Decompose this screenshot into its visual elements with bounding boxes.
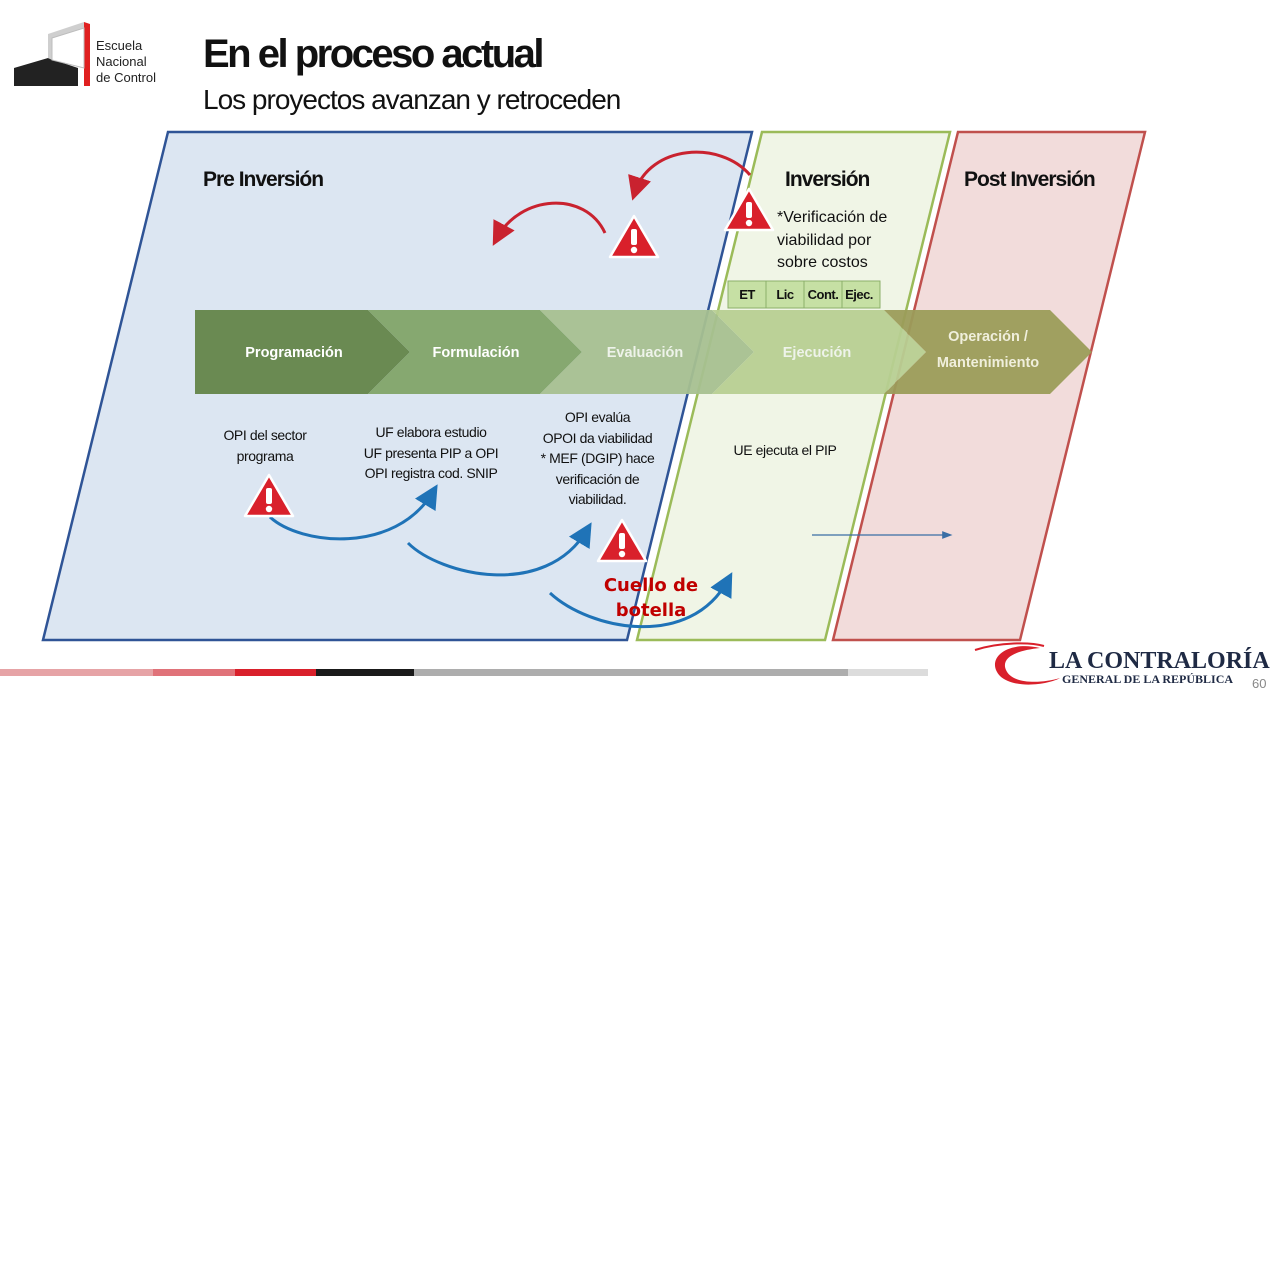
note-evaluacion: OPI evalúa OPOI da viabilidad * MEF (DGI… <box>525 407 670 510</box>
red-return-arrow-2 <box>628 150 752 201</box>
page-title: En el proceso actual <box>203 32 545 76</box>
verification-note: *Verificación de viabilidad por sobre co… <box>777 207 887 275</box>
note-formulacion: UF elabora estudio UF presenta PIP a OPI… <box>350 422 512 484</box>
stage-cont-label: Cont. <box>808 287 839 302</box>
step-mantenimiento-label: Mantenimiento <box>937 355 1039 371</box>
logo-line: Escuela <box>96 38 143 53</box>
note-line: OPI registra cod. SNIP <box>364 465 498 481</box>
stage-ejec-label: Ejec. <box>845 287 873 302</box>
phase-title-pre-inversion: Pre Inversión <box>203 168 324 191</box>
verification-note-line: sobre costos <box>777 254 868 271</box>
note-line: OPOI da viabilidad <box>542 429 653 446</box>
chevron-evaluacion <box>540 310 754 394</box>
blue-forward-arrow-3 <box>548 572 733 629</box>
contraloria-brand-line1: LA CONTRALORÍA <box>1049 648 1270 674</box>
contraloria-logo: LA CONTRALORÍA GENERAL DE LA REPÚBLICA <box>974 642 1270 686</box>
footer-bar-segment <box>848 669 928 676</box>
footer-bar-segment <box>414 669 848 676</box>
phase-title-post-inversion: Post Inversión <box>964 168 1096 191</box>
step-ejecucion-label: Ejecución <box>783 345 852 361</box>
page-number: 60 <box>1252 676 1267 691</box>
note-line: UE ejecuta el PIP <box>733 442 837 458</box>
chevron-formulacion <box>368 310 582 394</box>
process-diagram: Programación Formulación Evaluación Ejec… <box>0 130 1270 686</box>
logo-line: de Control <box>96 70 156 85</box>
escuela-logo-icon <box>14 22 90 86</box>
escuela-logo-text: Escuela Nacional de Control <box>96 38 156 86</box>
footer-bar-segment <box>153 669 235 676</box>
note-line: UF presenta PIP a OPI <box>363 444 499 461</box>
footer-bar-segment <box>235 669 316 676</box>
stage-et-label: ET <box>739 287 755 302</box>
stage-cont-box <box>803 280 843 309</box>
blue-forward-arrow-2 <box>406 522 592 577</box>
note-line: OPI evalúa <box>564 409 631 425</box>
note-line: viabilidad. <box>568 491 627 507</box>
note-line: programa <box>236 447 294 464</box>
chevron-operacion <box>884 310 1092 394</box>
step-formulacion-label: Formulación <box>432 345 519 361</box>
blue-forward-arrow-1 <box>268 484 438 541</box>
phase-title-inversion: Inversión <box>785 168 870 191</box>
contraloria-swirl-icon <box>994 646 1060 685</box>
chevron-programacion <box>195 310 410 394</box>
verification-note-line: *Verificación de <box>777 209 888 226</box>
step-programacion-label: Programación <box>245 345 343 361</box>
inversion-stage-boxes: ET Lic Cont. Ejec. <box>727 280 881 309</box>
note-line: OPI del sector <box>223 427 307 443</box>
bottleneck-label-line1: Cuello de <box>604 575 698 596</box>
note-programacion: OPI del sector programa <box>200 425 330 466</box>
red-return-arrow-1 <box>492 201 607 246</box>
note-line: * MEF (DGIP) hace <box>540 450 655 466</box>
stage-lic-label: Lic <box>776 287 794 302</box>
contraloria-brand-line2: GENERAL DE LA REPÚBLICA <box>1062 672 1233 686</box>
chevron-ejecucion <box>712 310 926 394</box>
note-line: verificación de <box>555 470 640 487</box>
bottleneck-label-line2: botella <box>616 600 687 621</box>
stage-et-box <box>727 280 767 309</box>
stage-ejec-box <box>841 280 881 309</box>
process-chevrons: Programación Formulación Evaluación Ejec… <box>195 310 1092 394</box>
step-evaluacion-label: Evaluación <box>607 345 684 361</box>
page-subtitle: Los proyectos avanzan y retroceden <box>203 84 621 115</box>
footer-bar-segment <box>0 669 153 676</box>
note-line: UF elabora estudio <box>375 424 487 440</box>
verification-note-line: viabilidad por <box>777 231 872 249</box>
logo-line: Nacional <box>96 54 147 69</box>
stage-lic-box <box>765 280 805 309</box>
note-ejecucion: UE ejecuta el PIP <box>715 440 855 461</box>
footer-bar-segment <box>316 669 414 676</box>
step-operacion-label: Operación / <box>948 329 1028 345</box>
